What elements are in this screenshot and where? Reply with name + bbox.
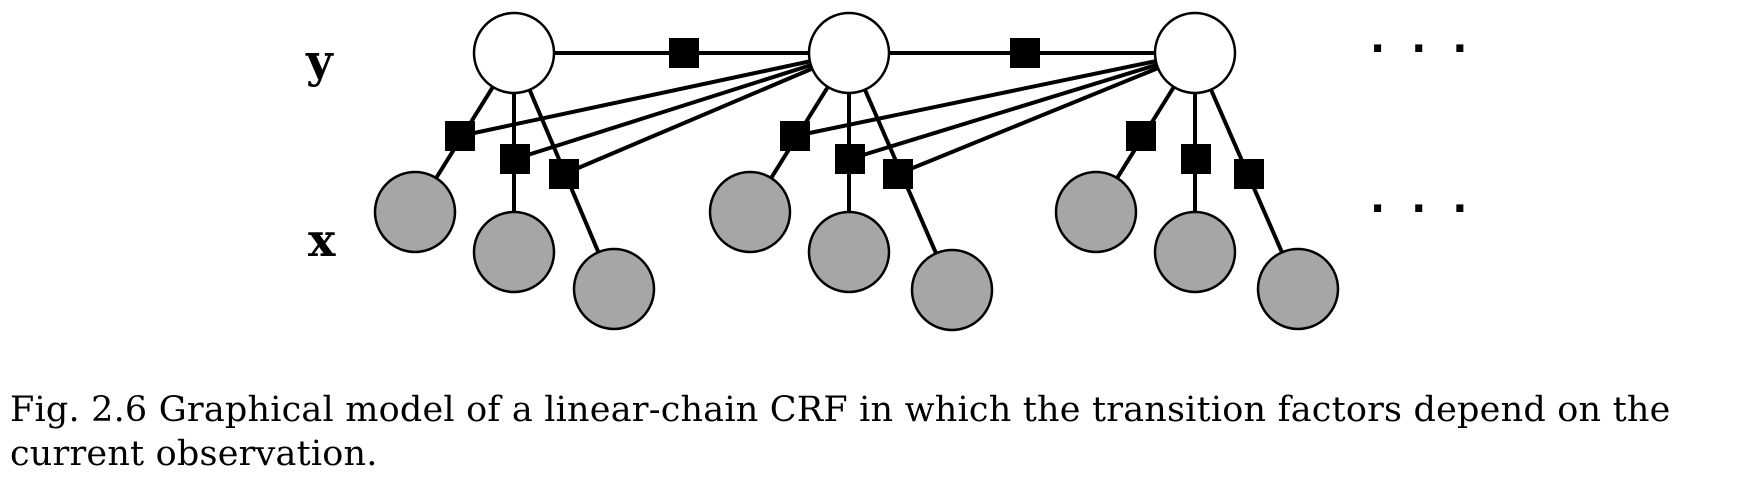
observation-factor [500, 144, 530, 174]
observed-node-x [1054, 170, 1138, 254]
figure-caption: Fig. 2.6 Graphical model of a linear-cha… [10, 388, 1745, 476]
label-node-y [807, 11, 891, 95]
observation-factor [780, 121, 810, 151]
label-node-y [1153, 11, 1237, 95]
observation-factor [835, 144, 865, 174]
transition-observation-edge [563, 51, 850, 176]
observation-factor [1126, 121, 1156, 151]
observed-node-x [1153, 210, 1237, 294]
observed-node-x [910, 248, 994, 332]
x-row-label: x [308, 213, 336, 267]
transition-observation-edge [897, 51, 1196, 176]
caption-label: Fig. 2.6 [10, 390, 148, 430]
observed-node-x [708, 170, 792, 254]
transition-factor [669, 38, 699, 68]
label-node-y [472, 11, 556, 95]
transition-observation-edge [794, 51, 1196, 138]
top-ellipsis: · · · [1370, 26, 1473, 72]
observation-factor [1181, 144, 1211, 174]
transition-factor [1010, 38, 1040, 68]
observation-factor [549, 159, 579, 189]
observed-node-x [472, 210, 556, 294]
observed-node-x [373, 170, 457, 254]
observation-factor [445, 121, 475, 151]
nodes [373, 11, 1340, 332]
observed-node-x [1256, 247, 1340, 331]
caption-text: Graphical model of a linear-chain CRF in… [10, 390, 1671, 474]
bottom-ellipsis: · · · [1370, 186, 1473, 232]
observation-factor [883, 159, 913, 189]
transition-observation-edge [514, 51, 850, 161]
transition-observation-edge [849, 51, 1196, 161]
factors [445, 38, 1264, 189]
transition-observation-edge [459, 51, 850, 138]
crf-graphical-model: y x · · · · · · [305, 11, 1473, 332]
observation-factor [1234, 159, 1264, 189]
observed-node-x [807, 210, 891, 294]
observed-node-x [572, 247, 656, 331]
y-row-label: y [305, 34, 334, 88]
